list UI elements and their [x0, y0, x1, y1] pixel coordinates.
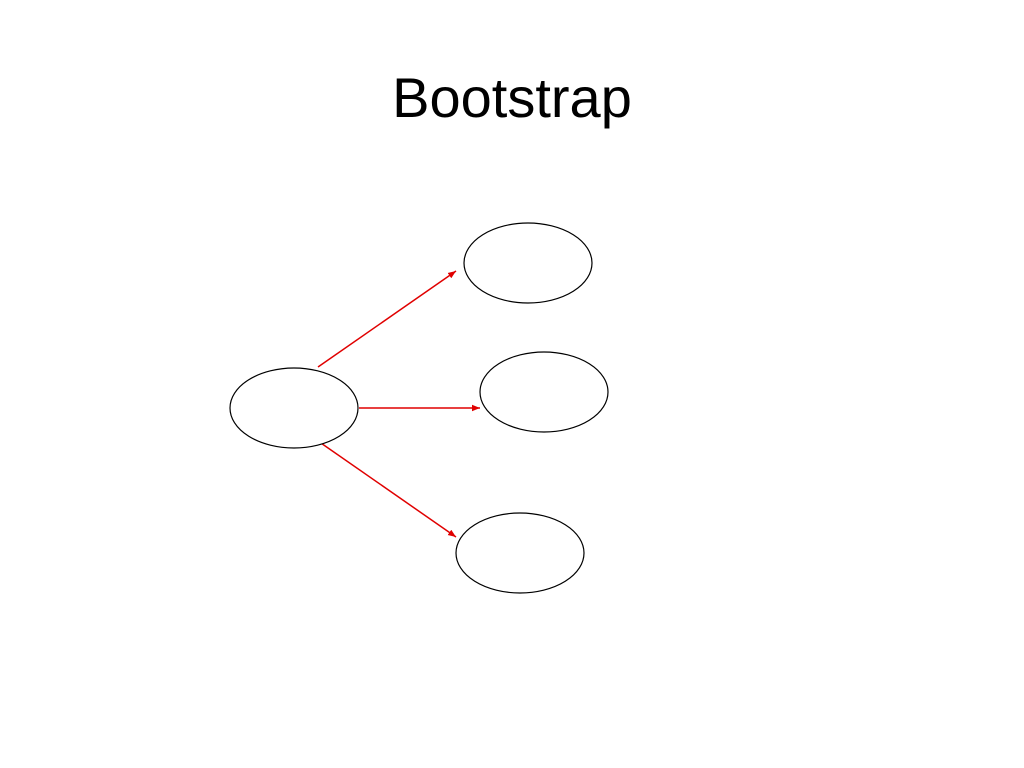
- node-sample-top: [463, 222, 593, 304]
- edge-source-to-sample-top: [317, 270, 457, 368]
- node-sample-middle: [479, 351, 609, 433]
- edge-source-to-sample-bottom: [317, 440, 457, 538]
- node-sample-bottom: [455, 512, 585, 594]
- slide-title: Bootstrap: [392, 66, 632, 129]
- node-source: [229, 367, 359, 449]
